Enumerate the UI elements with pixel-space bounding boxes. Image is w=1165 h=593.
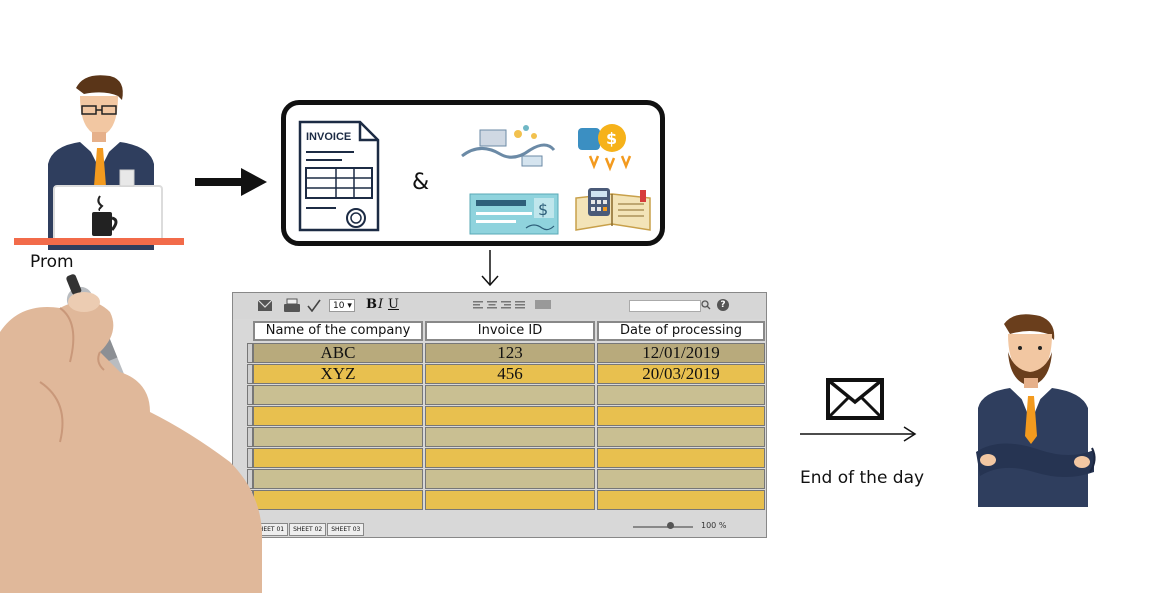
table-cell[interactable] xyxy=(253,427,423,447)
arrow-right-icon xyxy=(800,426,917,442)
table-cell[interactable] xyxy=(597,406,765,426)
mail-icon[interactable] xyxy=(257,299,273,312)
row-gutter[interactable] xyxy=(247,406,253,426)
arrow-down-icon xyxy=(481,250,499,287)
caption-prom: Prom xyxy=(30,252,74,272)
arrow-right-icon xyxy=(195,168,267,196)
table-cell[interactable] xyxy=(253,469,423,489)
table-cell[interactable]: 12/01/2019 xyxy=(597,343,765,363)
table-cell[interactable] xyxy=(425,448,595,468)
row-gutter[interactable] xyxy=(247,343,253,363)
table-cell[interactable]: ABC xyxy=(253,343,423,363)
font-size-select[interactable]: 10 ▾ xyxy=(329,299,355,312)
table-cell[interactable] xyxy=(253,406,423,426)
invoice-label: INVOICE xyxy=(306,131,351,143)
table-cell[interactable] xyxy=(597,490,765,510)
svg-text:$: $ xyxy=(538,200,548,219)
bold-button[interactable]: B xyxy=(366,297,377,312)
invoice-document-icon: INVOICE xyxy=(298,120,380,232)
table-cell[interactable]: 123 xyxy=(425,343,595,363)
table-cell[interactable]: 20/03/2019 xyxy=(597,364,765,384)
coin-exchange-icon: $ xyxy=(578,124,632,172)
table-cell[interactable] xyxy=(425,490,595,510)
manager-illustration xyxy=(976,314,1096,507)
row-gutter[interactable] xyxy=(247,448,253,468)
search-icon[interactable] xyxy=(701,300,711,310)
text-align-icons[interactable] xyxy=(473,300,553,311)
row-gutter[interactable] xyxy=(247,364,253,384)
column-header[interactable]: Name of the company xyxy=(253,321,423,341)
spreadsheet-toolbar: 10 ▾ B I U ? xyxy=(233,293,766,319)
italic-button[interactable]: I xyxy=(378,297,384,312)
table-cell[interactable] xyxy=(425,385,595,405)
zoom-level: 100 % xyxy=(701,521,727,530)
sheet-tab[interactable]: SHEET 03 xyxy=(327,523,365,536)
zoom-slider[interactable] xyxy=(633,526,693,528)
table-cell[interactable] xyxy=(597,385,765,405)
column-header[interactable]: Date of processing xyxy=(597,321,765,341)
table-cell[interactable] xyxy=(597,448,765,468)
underline-button[interactable]: U xyxy=(388,297,399,312)
column-header[interactable]: Invoice ID xyxy=(425,321,595,341)
table-cell[interactable] xyxy=(425,469,595,489)
caption-end-of-day: End of the day xyxy=(800,468,925,488)
row-gutter[interactable] xyxy=(247,385,253,405)
table-cell[interactable]: 456 xyxy=(425,364,595,384)
bank-check-icon: $ xyxy=(469,193,559,235)
zoom-slider-handle[interactable] xyxy=(667,522,674,529)
help-icon[interactable]: ? xyxy=(717,299,729,311)
hand-with-marker-illustration xyxy=(0,274,262,593)
ledger-calculator-icon xyxy=(575,188,651,231)
row-gutter[interactable] xyxy=(247,427,253,447)
table-cell[interactable] xyxy=(597,427,765,447)
office-worker-illustration xyxy=(14,75,184,250)
envelope-icon xyxy=(826,378,884,420)
table-cell[interactable] xyxy=(253,490,423,510)
payment-handshake-icon xyxy=(461,125,556,167)
search-input[interactable] xyxy=(629,300,701,312)
table-cell[interactable] xyxy=(253,448,423,468)
table-cell[interactable]: XYZ xyxy=(253,364,423,384)
spellcheck-icon[interactable] xyxy=(307,299,321,312)
table-cell[interactable] xyxy=(253,385,423,405)
ampersand-symbol: & xyxy=(412,170,430,195)
table-cell[interactable] xyxy=(597,469,765,489)
print-icon[interactable] xyxy=(283,298,301,313)
svg-text:$: $ xyxy=(606,129,617,148)
table-cell[interactable] xyxy=(425,406,595,426)
table-cell[interactable] xyxy=(425,427,595,447)
sheet-tab[interactable]: SHEET 02 xyxy=(289,523,327,536)
